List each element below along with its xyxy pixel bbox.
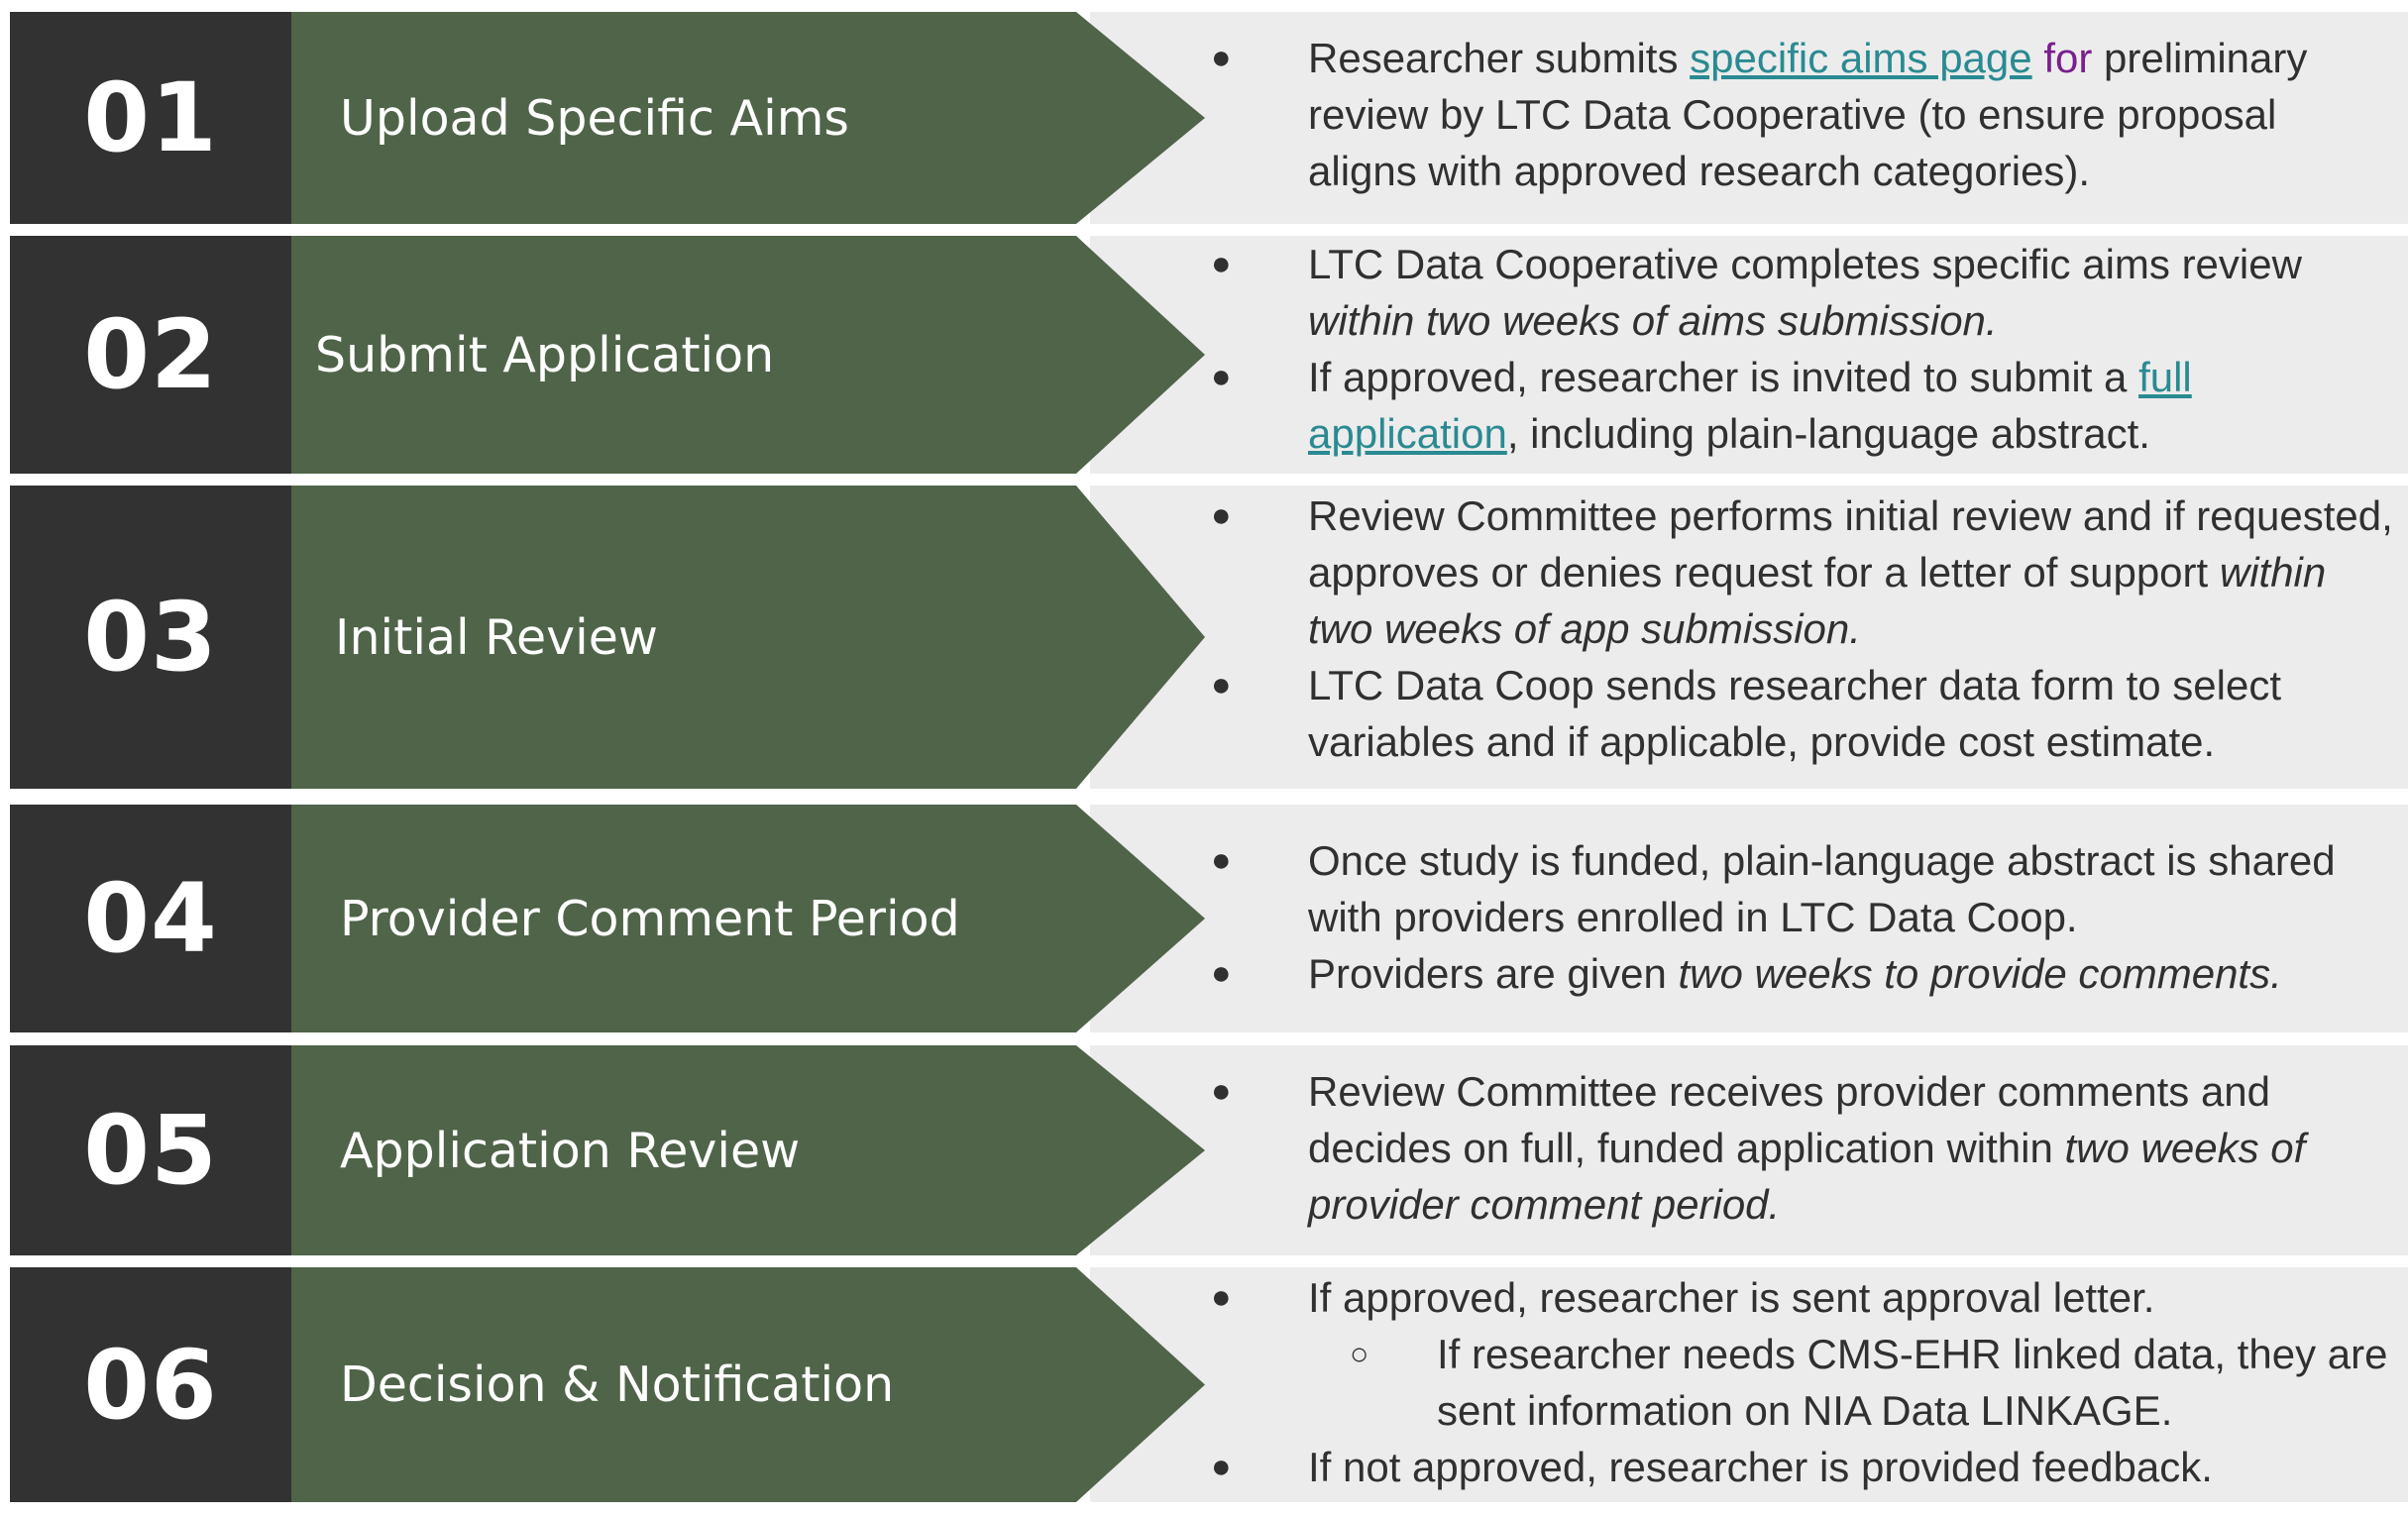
step-row-02: 02 Submit Application ● LTC Data Coopera… bbox=[10, 236, 2408, 474]
step-row-03: 03 Initial Review ● Review Committee per… bbox=[10, 486, 2408, 789]
step-title: Application Review bbox=[340, 1122, 801, 1179]
bullet-item: ● Researcher submits specific aims page … bbox=[1199, 30, 2396, 199]
step-chevron bbox=[291, 12, 1205, 224]
step-title: Submit Application bbox=[315, 326, 775, 383]
step-number: 06 bbox=[10, 1267, 291, 1502]
full-application-link[interactable]: full application bbox=[1308, 354, 2192, 457]
bullet-icon: ● bbox=[1211, 1448, 1232, 1485]
sub-bullet-icon: ○ bbox=[1350, 1336, 1369, 1371]
bullet-icon: ● bbox=[1211, 841, 1232, 879]
step-title: Decision & Notification bbox=[340, 1356, 895, 1413]
step-chevron bbox=[291, 236, 1205, 474]
step-row-04: 04 Provider Comment Period ● Once study … bbox=[10, 805, 2408, 1032]
bullet-item: ● Review Committee receives provider com… bbox=[1199, 1063, 2396, 1233]
step-title: Upload Specific Aims bbox=[340, 89, 849, 147]
bullet-item: ● Once study is funded, plain-language a… bbox=[1199, 832, 2396, 945]
step-title: Provider Comment Period bbox=[340, 890, 960, 947]
bullet-item: ● If not approved, researcher is provide… bbox=[1199, 1439, 2396, 1495]
step-number: 05 bbox=[10, 1045, 291, 1255]
step-row-06: 06 Decision & Notification ● If approved… bbox=[10, 1267, 2408, 1502]
step-number: 02 bbox=[10, 236, 291, 474]
step-row-01: 01 Upload Specific Aims ● Researcher sub… bbox=[10, 12, 2408, 224]
step-chevron bbox=[291, 805, 1205, 1032]
bullet-item: ● LTC Data Cooperative completes specifi… bbox=[1199, 236, 2396, 349]
bullet-item: ● If approved, researcher is invited to … bbox=[1199, 349, 2396, 462]
bullet-icon: ● bbox=[1211, 496, 1232, 534]
bullet-icon: ● bbox=[1211, 666, 1232, 704]
bullet-icon: ● bbox=[1211, 358, 1232, 395]
bullet-icon: ● bbox=[1211, 245, 1232, 282]
bullet-item: ● LTC Data Coop sends researcher data fo… bbox=[1199, 657, 2396, 770]
bullet-item: ● Review Committee performs initial revi… bbox=[1199, 488, 2396, 657]
bullet-icon: ● bbox=[1211, 1072, 1232, 1110]
step-chevron bbox=[291, 1267, 1205, 1502]
step-chevron bbox=[291, 1045, 1205, 1255]
bullet-icon: ● bbox=[1211, 954, 1232, 992]
step-chevron bbox=[291, 486, 1205, 789]
bullet-icon: ● bbox=[1211, 1278, 1232, 1316]
specific-aims-link[interactable]: specific aims page bbox=[1690, 35, 2032, 81]
step-number: 03 bbox=[10, 486, 291, 789]
bullet-icon: ● bbox=[1211, 39, 1232, 76]
step-number: 04 bbox=[10, 805, 291, 1032]
bullet-item: ● Providers are given two weeks to provi… bbox=[1199, 945, 2396, 1002]
step-row-05: 05 Application Review ● Review Committee… bbox=[10, 1045, 2408, 1255]
sub-bullet-item: ○ If researcher needs CMS-EHR linked dat… bbox=[1338, 1326, 2396, 1439]
step-title: Initial Review bbox=[335, 608, 658, 666]
step-number: 01 bbox=[10, 12, 291, 224]
bullet-item: ● If approved, researcher is sent approv… bbox=[1199, 1269, 2396, 1326]
